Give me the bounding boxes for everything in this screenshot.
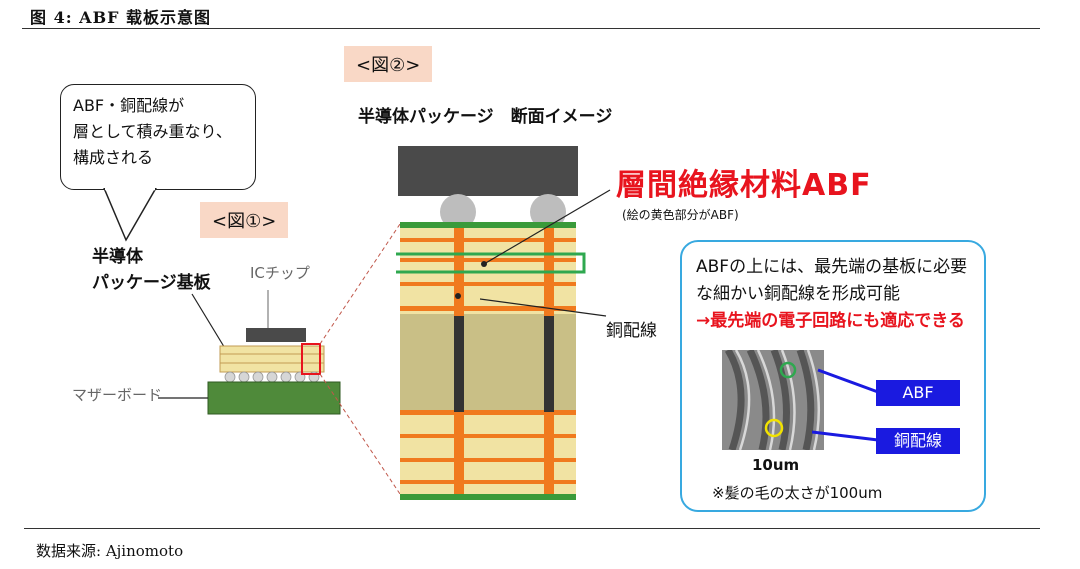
callout-bubble: ABF・銅配線が 層として積み重なり、 構成される <box>60 84 256 190</box>
cross-section <box>396 146 586 500</box>
copper-tag: 銅配線 <box>876 428 960 454</box>
micrograph <box>722 350 824 450</box>
substrate-label-line-1: 半導体 <box>92 247 143 267</box>
solder-balls <box>224 371 320 383</box>
zoom-highlight <box>301 343 321 375</box>
zoom-lines <box>319 223 401 495</box>
motherboard <box>207 381 341 415</box>
substrate-label: 半導体 パッケージ基板 <box>92 244 211 296</box>
info-line-3: →最先端の電子回路にも適応できる <box>696 311 965 331</box>
motherboard-label: マザーボード <box>72 386 163 404</box>
info-line-1: ABFの上には、最先端の基板に必要 <box>696 257 968 277</box>
copper-label: 銅配線 <box>606 321 657 341</box>
callout-line-2: 層として積み重なり、 <box>73 122 232 141</box>
info-line-2: な細かい銅配線を形成可能 <box>696 284 900 304</box>
callout-line-3: 構成される <box>73 148 154 167</box>
callout-line-1: ABF・銅配線が <box>73 96 185 115</box>
abf-note: (絵の黄色部分がABF) <box>622 208 739 222</box>
package-illustration <box>158 290 341 415</box>
bump-left <box>440 194 476 230</box>
abf-title: 層間絶縁材料ABF <box>616 168 872 203</box>
info-box: ABFの上には、最先端の基板に必要 な細かい銅配線を形成可能 →最先端の電子回路… <box>680 240 986 512</box>
scale-label: 10um <box>752 456 800 474</box>
copper-marker <box>764 418 784 438</box>
abf-highlight <box>396 252 586 274</box>
figure-title: 图 4: ABF 载板示意图 <box>30 8 212 27</box>
marker-connectors <box>812 368 879 442</box>
figure-tag-2: <図②> <box>344 46 433 82</box>
bottom-rule <box>24 528 1040 529</box>
ic-chip-label: ICチップ <box>250 264 310 282</box>
ic-chip <box>246 328 306 342</box>
die <box>398 146 578 196</box>
callout-tail <box>103 188 157 242</box>
abf-marker <box>779 361 797 379</box>
leader-lines <box>480 189 611 317</box>
hair-note: ※髪の毛の太さが100um <box>712 484 883 502</box>
abf-tag: ABF <box>876 380 960 406</box>
source-note: 数据来源: Ajinomoto <box>36 542 184 560</box>
info-text: ABFの上には、最先端の基板に必要 な細かい銅配線を形成可能 →最先端の電子回路… <box>696 254 982 335</box>
top-rule <box>22 28 1040 29</box>
substrate-label-line-2: パッケージ基板 <box>92 273 211 293</box>
cross-section-title: 半導体パッケージ 断面イメージ <box>358 107 613 127</box>
figure-tag-1: <図①> <box>200 202 289 238</box>
